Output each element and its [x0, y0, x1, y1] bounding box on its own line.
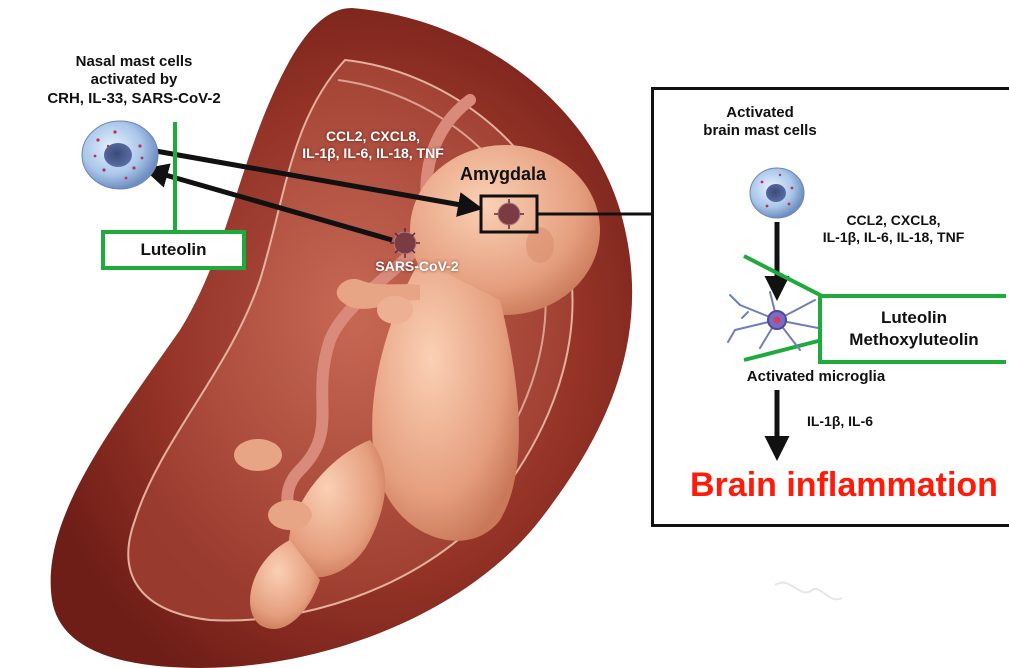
virus-label: SARS-CoV-2: [352, 258, 482, 275]
inhibitor-line-upper: [744, 256, 822, 296]
inhibitor-line-lower: [744, 340, 822, 360]
nasal-mast-cells-label: Nasal mast cells activated by CRH, IL-33…: [14, 53, 254, 108]
brain-inflammation-label: Brain inflammation: [690, 466, 998, 505]
microglia-cytokines-label: IL-1β, IL-6: [800, 413, 880, 430]
activated-microglia-label: Activated microglia: [728, 368, 904, 386]
inhibitor-box: Luteolin Methoxyluteolin: [818, 294, 1006, 364]
mast-cell-icon: [750, 168, 804, 218]
amygdala-label: Amygdala: [438, 164, 568, 186]
microglia-icon: [728, 292, 818, 350]
activated-brain-mast-cells-label: Activated brain mast cells: [670, 104, 850, 141]
cytokines-to-brain-label: CCL2, CXCL8, IL-1β, IL-6, IL-18, TNF: [258, 128, 488, 162]
brain-cytokines-label: CCL2, CXCL8, IL-1β, IL-6, IL-18, TNF: [786, 212, 1001, 246]
luteolin-box: Luteolin: [101, 230, 246, 270]
